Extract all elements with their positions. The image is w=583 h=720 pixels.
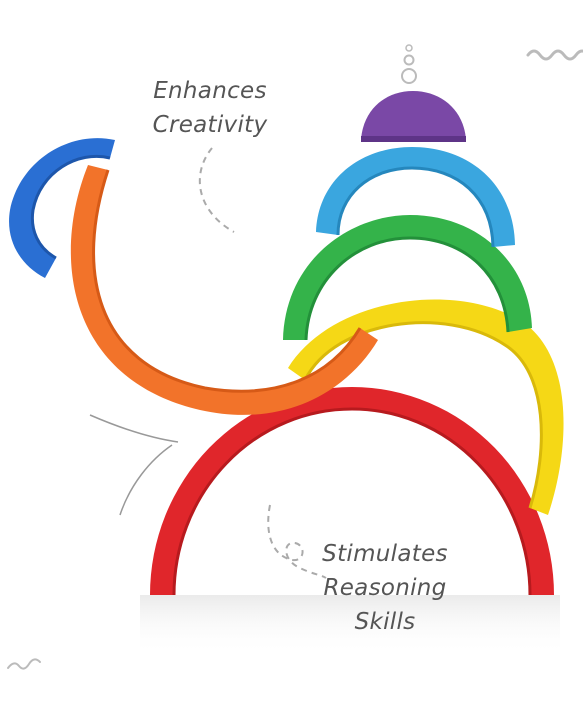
light-blue-arc xyxy=(316,147,515,247)
caption-bottom-line2: Reasoning xyxy=(323,575,447,601)
bubble-large xyxy=(401,68,417,84)
yellow-arc-shade xyxy=(303,321,543,509)
light-blue-arc-shade xyxy=(336,166,495,248)
purple-semicircle xyxy=(361,91,466,140)
purple-semicircle-base xyxy=(361,136,466,142)
caption-stimulates-reasoning: Stimulates Reasoning Skills xyxy=(300,537,470,639)
red-arc-inner-shade xyxy=(172,407,532,596)
bubble-medium xyxy=(403,54,415,66)
green-arc xyxy=(283,215,532,340)
caption-bottom-line3: Skills xyxy=(354,609,416,635)
sketch-line-2 xyxy=(119,444,173,516)
caption-top-line2: Creativity xyxy=(152,112,268,138)
blue-arc-shade xyxy=(30,155,111,260)
blue-arc xyxy=(9,138,115,278)
green-arc-shade xyxy=(304,236,510,341)
wavy-line-bottom-left xyxy=(7,658,41,670)
sketch-line-1 xyxy=(89,414,179,443)
floor-reflection xyxy=(140,595,560,655)
caption-bottom-line1: Stimulates xyxy=(322,541,448,567)
red-arc xyxy=(150,387,554,595)
wavy-line-top-right xyxy=(526,49,583,61)
yellow-arc xyxy=(288,299,564,515)
dashed-line-top xyxy=(198,147,235,233)
caption-top-line1: Enhances xyxy=(153,78,267,104)
orange-arc-shade xyxy=(92,169,362,393)
dashed-loop-bottom xyxy=(267,504,327,579)
bubble-small xyxy=(405,44,413,52)
caption-enhances-creativity: Enhances Creativity xyxy=(135,74,285,142)
